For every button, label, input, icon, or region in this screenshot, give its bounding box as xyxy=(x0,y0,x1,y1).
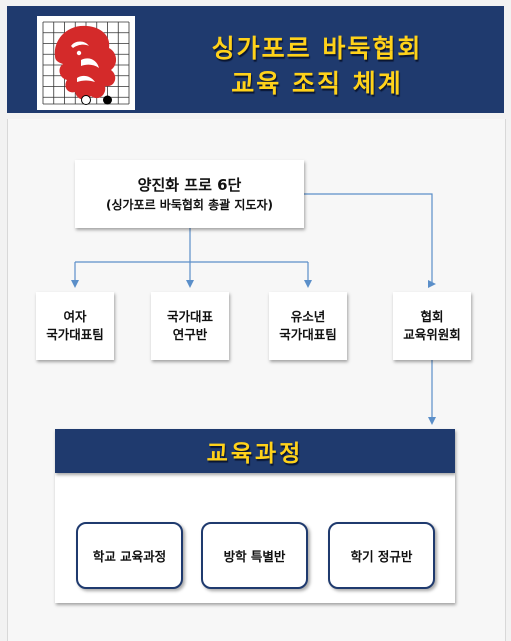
team-women-national: 여자 국가대표팀 xyxy=(36,292,114,360)
header-banner: 싱가포르 바둑협회 교육 조직 체계 xyxy=(7,6,504,113)
team-education-committee: 협회 교육위원회 xyxy=(393,292,471,360)
page-title: 싱가포르 바둑협회 교육 조직 체계 xyxy=(147,31,487,101)
head-instructor-name: 양진화 프로 6단 xyxy=(137,176,242,194)
connector-head-to-committee xyxy=(304,193,433,284)
merlion-logo-icon xyxy=(37,16,135,110)
curriculum-title: 교육과정 xyxy=(206,441,304,467)
head-instructor-box: 양진화 프로 6단 (싱가포르 바둑협회 총괄 지도자) xyxy=(75,160,304,228)
title-line-1: 싱가포르 바둑협회 xyxy=(211,34,423,63)
team-youth-national: 유소년 국가대표팀 xyxy=(269,292,347,360)
head-instructor-role: (싱가포르 바둑협회 총괄 지도자) xyxy=(105,198,274,212)
team-label-line2: 연구반 xyxy=(172,327,208,342)
course-label: 학기 정규반 xyxy=(350,549,413,564)
course-label: 학교 교육과정 xyxy=(92,549,167,564)
title-line-2: 교육 조직 체계 xyxy=(231,69,403,98)
team-label-line2: 국가대표팀 xyxy=(279,327,337,342)
course-school: 학교 교육과정 xyxy=(76,522,183,589)
team-label-line2: 교육위원회 xyxy=(403,327,461,342)
team-label-line1: 국가대표 xyxy=(166,309,213,324)
team-national-research: 국가대표 연구반 xyxy=(151,292,229,360)
team-label-line2: 국가대표팀 xyxy=(46,327,104,342)
course-vacation: 방학 특별반 xyxy=(201,522,308,589)
course-label: 방학 특별반 xyxy=(223,549,286,564)
course-semester: 학기 정규반 xyxy=(328,522,435,589)
team-label-line1: 여자 xyxy=(63,309,87,324)
curriculum-title-bar: 교육과정 xyxy=(55,429,455,473)
team-label-line1: 협회 xyxy=(420,309,444,324)
team-label-line1: 유소년 xyxy=(290,309,326,324)
